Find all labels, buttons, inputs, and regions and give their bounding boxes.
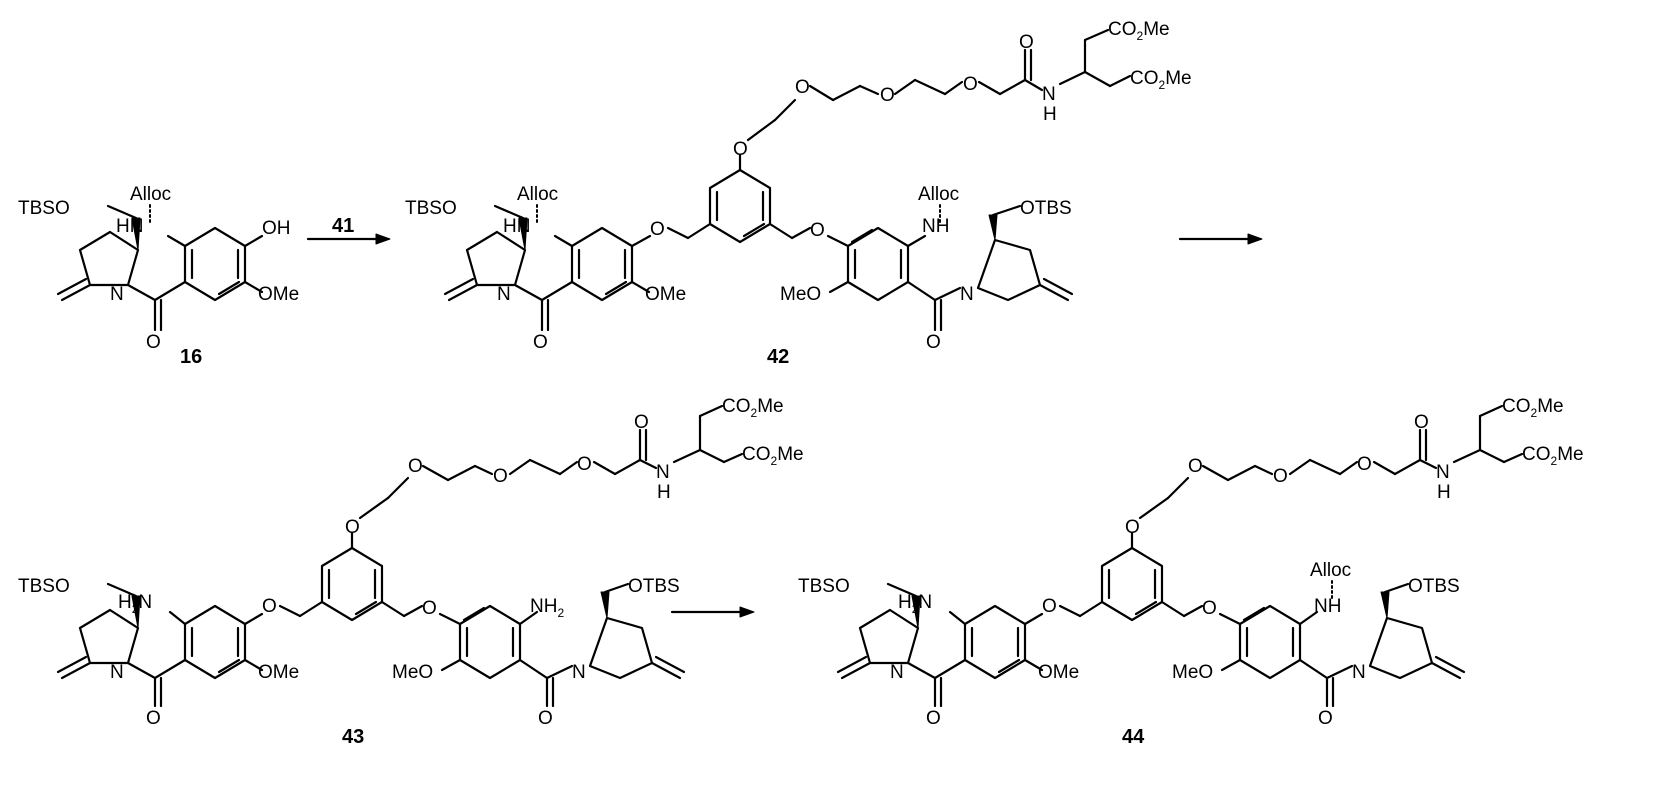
c43-co2me-top: CO2Me — [722, 396, 784, 420]
c43-n-left: N — [110, 662, 124, 683]
c43-o-ether-left: O — [262, 596, 277, 617]
c16-ome: OMe — [258, 284, 299, 305]
compound-label-42: 42 — [767, 346, 789, 368]
c42-alloc-right: Alloc — [918, 184, 959, 205]
c43-tbso: TBSO — [18, 576, 70, 597]
c42-otbs: OTBS — [1020, 198, 1072, 219]
c42-hn-left: HN — [503, 216, 530, 237]
c43-co2me-bottom: CO2Me — [742, 444, 804, 468]
c43-otbs: OTBS — [628, 576, 680, 597]
c44-co2me-bottom: CO2Me — [1522, 444, 1584, 468]
c43-o-carbonyl-right: O — [538, 708, 553, 729]
reagent-41: 41 — [332, 215, 354, 237]
c42-o-carbonyl-right: O — [926, 332, 941, 353]
c42-n-right: N — [960, 284, 974, 305]
c43-n-right: N — [572, 662, 586, 683]
c16-tbso: TBSO — [18, 198, 70, 219]
c43-nh2: NH2 — [530, 596, 564, 620]
c44-otbs: OTBS — [1408, 576, 1460, 597]
c16-alloc: Alloc — [130, 184, 171, 205]
c44-n-left: N — [890, 662, 904, 683]
c44-o-peg3: O — [1357, 454, 1372, 475]
compound-43-structure — [58, 406, 742, 706]
c44-n-right: N — [1352, 662, 1366, 683]
c44-nh: NH — [1314, 596, 1341, 617]
c42-o-core: O — [733, 139, 748, 160]
c43-o-carbonyl-left: O — [146, 708, 161, 729]
c16-hn: HN — [116, 216, 143, 237]
c42-o-peg1: O — [795, 77, 810, 98]
c44-o-ether-right: O — [1202, 598, 1217, 619]
reaction-arrow-3 — [672, 607, 754, 617]
c44-n-amide: N — [1436, 462, 1450, 483]
c44-o-peg2: O — [1273, 466, 1288, 487]
reaction-arrow-2 — [1180, 234, 1262, 244]
c44-o-amide: O — [1414, 412, 1429, 433]
c44-tbso: TBSO — [798, 576, 850, 597]
compound-16-structure — [58, 205, 262, 330]
c43-h-amide: H — [657, 482, 671, 503]
c42-o-peg3: O — [963, 74, 978, 95]
compound-label-16: 16 — [180, 346, 202, 368]
c44-alloc: Alloc — [1310, 560, 1351, 581]
compound-44-structure — [838, 406, 1522, 706]
c44-o-core: O — [1125, 517, 1140, 538]
c43-meo: MeO — [392, 662, 433, 683]
c42-co2me-bottom: CO2Me — [1130, 68, 1192, 92]
c16-n: N — [110, 284, 124, 305]
c42-co2me-top: CO2Me — [1108, 19, 1170, 43]
c43-o-peg3: O — [577, 454, 592, 475]
c43-ome: OMe — [258, 662, 299, 683]
c44-ome: OMe — [1038, 662, 1079, 683]
c42-o-ether-left: O — [650, 219, 665, 240]
c44-o-carbonyl-right: O — [1318, 708, 1333, 729]
c16-oh: OH — [262, 218, 291, 239]
c42-nh-right: NH — [922, 216, 949, 237]
c42-o-carbonyl-left: O — [533, 332, 548, 353]
c42-meo: MeO — [780, 284, 821, 305]
c42-o-ether-right: O — [810, 220, 825, 241]
c44-o-ether-left: O — [1042, 596, 1057, 617]
c42-tbso: TBSO — [405, 198, 457, 219]
c42-alloc-left: Alloc — [517, 184, 558, 205]
c43-o-amide: O — [634, 412, 649, 433]
compound-label-44: 44 — [1122, 726, 1145, 748]
c44-meo: MeO — [1172, 662, 1213, 683]
c43-o-peg1: O — [408, 456, 423, 477]
c16-o: O — [146, 332, 161, 353]
c42-o-amide: O — [1019, 32, 1034, 53]
c43-o-core: O — [345, 517, 360, 538]
c42-o-peg2: O — [880, 85, 895, 106]
c44-o-carbonyl-left: O — [926, 708, 941, 729]
c43-o-ether-right: O — [422, 598, 437, 619]
c42-n-left: N — [497, 284, 511, 305]
c44-o-peg1: O — [1188, 456, 1203, 477]
c43-o-peg2: O — [493, 466, 508, 487]
c42-n-amide: N — [1042, 84, 1056, 105]
c43-n-amide: N — [656, 462, 670, 483]
c44-co2me-top: CO2Me — [1502, 396, 1564, 420]
compound-label-43: 43 — [342, 726, 364, 748]
c42-h-amide: H — [1043, 104, 1057, 125]
c42-ome: OMe — [645, 284, 686, 305]
c44-h-amide: H — [1437, 482, 1451, 503]
